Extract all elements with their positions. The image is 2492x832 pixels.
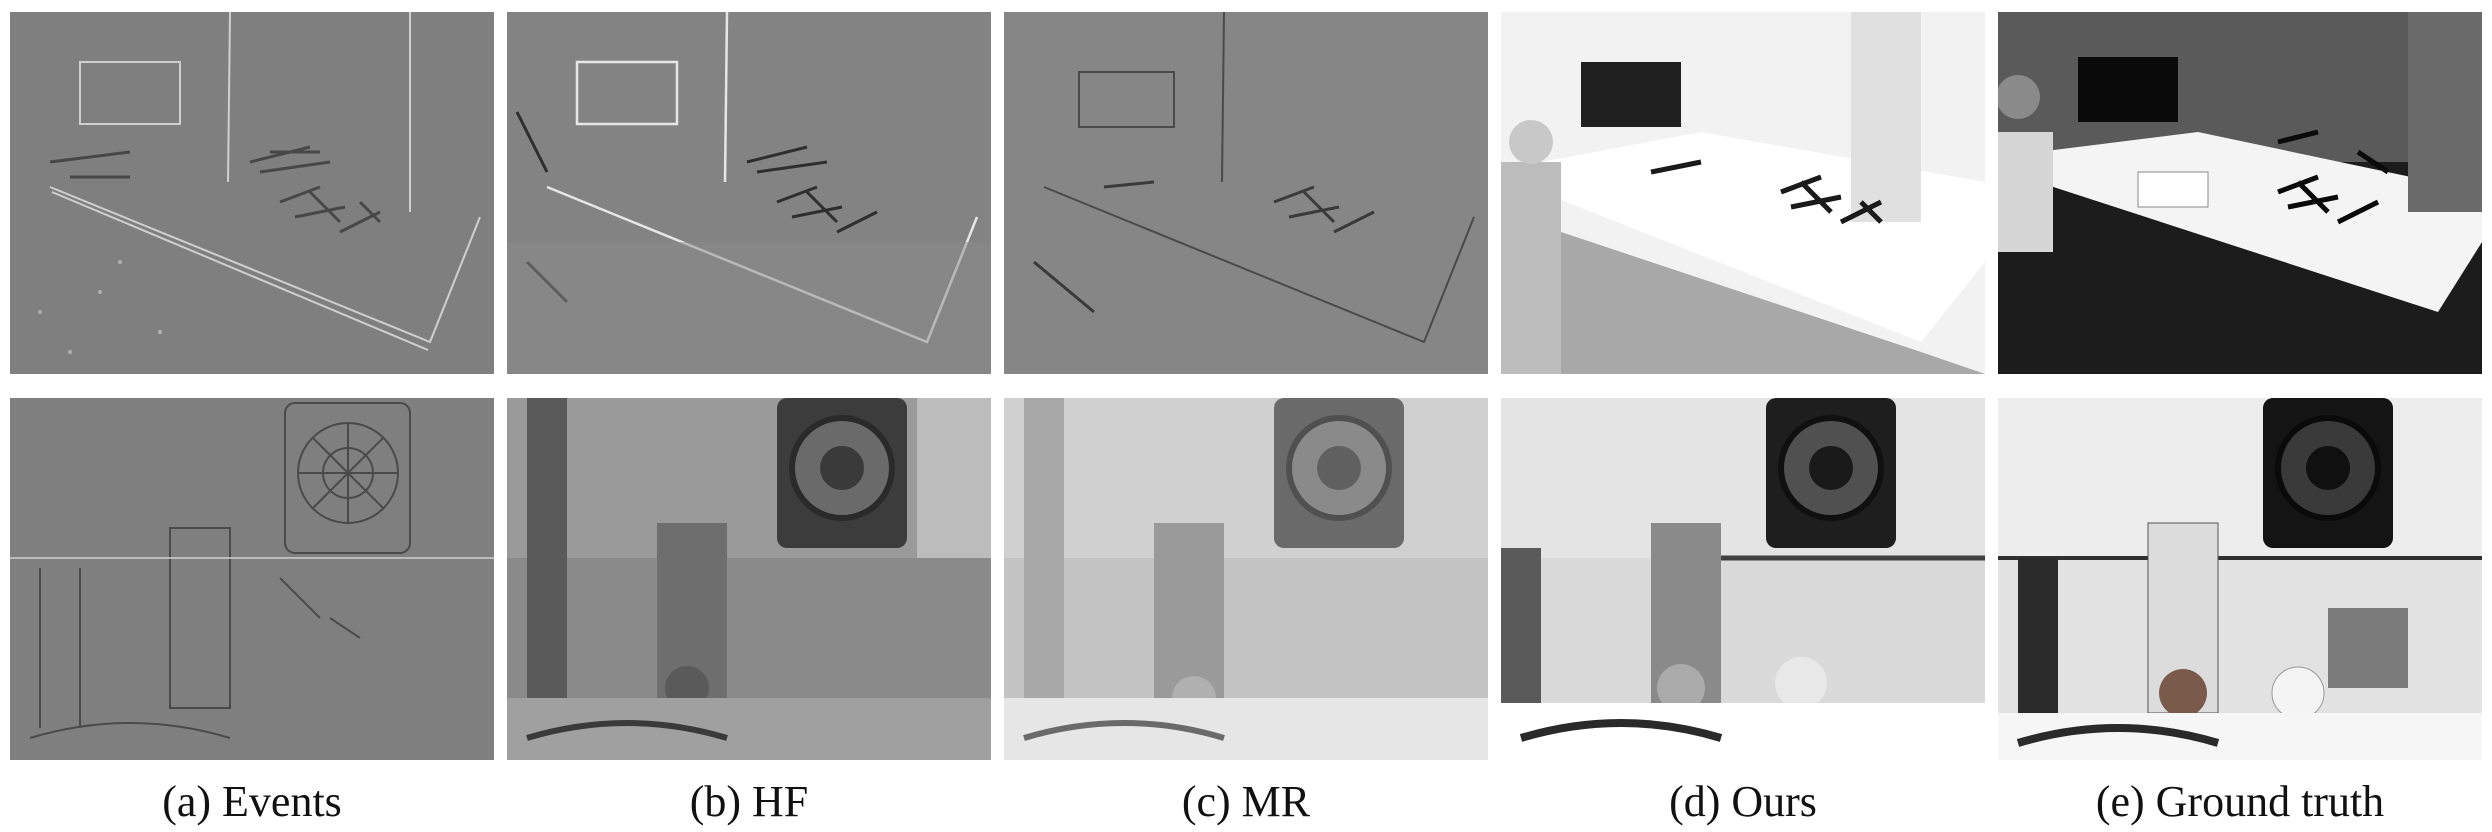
ours-desk-image [1501,12,1985,374]
caption-events: (a) Events [162,777,342,826]
caption-ground-truth: (e) Ground truth [2095,777,2385,826]
panel-ours-desk [1501,12,1985,374]
hf-desk-image [507,12,991,374]
events-dart-image [10,398,494,760]
caption-ours: (d) Ours [1669,777,1817,826]
panel-hf-dart [507,398,991,760]
panel-hf-desk [507,12,991,374]
panel-events-dart [10,398,494,760]
caption-mr: (c) MR [1181,777,1311,826]
hf-dart-image [507,398,991,760]
mr-desk-image [1004,12,1488,374]
gt-dart-image [1998,398,2482,760]
panel-gt-dart [1998,398,2482,760]
ours-dart-image [1501,398,1985,760]
panel-events-desk [10,12,494,374]
caption-hf: (b) HF [689,777,809,826]
panel-gt-desk [1998,12,2482,374]
panel-mr-desk [1004,12,1488,374]
events-desk-image [10,12,494,374]
gt-desk-image [1998,12,2482,374]
panel-ours-dart [1501,398,1985,760]
mr-dart-image [1004,398,1488,760]
panel-mr-dart [1004,398,1488,760]
